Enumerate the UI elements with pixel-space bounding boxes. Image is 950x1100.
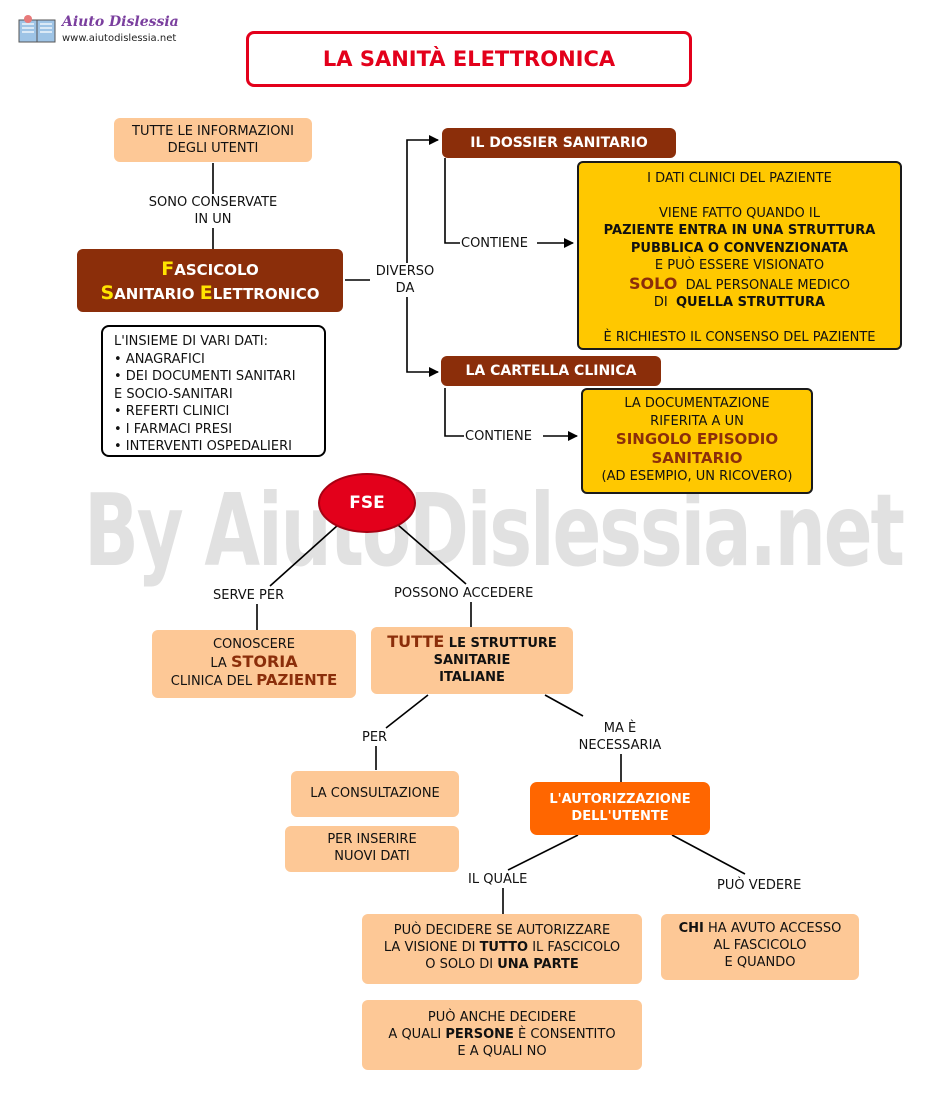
contiene-label-2: CONTIENE	[465, 428, 532, 445]
il-quale-label: IL QUALE	[468, 871, 528, 888]
book-icon	[16, 14, 58, 46]
autorizzazione-box: L'AUTORIZZAZIONE DELL'UTENTE	[530, 782, 710, 835]
list-item: • INTERVENTI OSPEDALIERI	[114, 439, 292, 454]
inserire-box: PER INSERIRE NUOVI DATI	[285, 826, 459, 872]
ma-e-necessaria-label: MA È NECESSARIA	[570, 720, 670, 754]
list-item: • REFERTI CLINICI	[114, 404, 230, 419]
dossier-sanitario-box: IL DOSSIER SANITARIO	[442, 128, 676, 158]
logo-url: www.aiutodislessia.net	[62, 33, 177, 44]
list-item: • I FARMACI PRESI	[114, 421, 233, 437]
logo[interactable]: Aiuto Dislessia www.aiutodislessia.net	[16, 12, 179, 50]
chi-ha-avuto-accesso-box: CHI HA AVUTO ACCESSO AL FASCICOLO E QUAN…	[661, 914, 859, 980]
conoscere-box: CONOSCERE LA STORIA CLINICA DEL PAZIENTE	[152, 630, 356, 698]
serve-per-label: SERVE PER	[213, 587, 285, 604]
info-utenti-box: TUTTE LE INFORMAZIONI DEGLI UTENTI	[114, 118, 312, 162]
decidere-box: PUÒ DECIDERE SE AUTORIZZARE LA VISIONE D…	[362, 914, 642, 984]
consultazione-box: LA CONSULTAZIONE	[291, 771, 459, 817]
list-item: • ANAGRAFICI	[114, 351, 205, 367]
fse-ellipse: FSE	[318, 473, 416, 533]
puo-vedere-label: PUÒ VEDERE	[717, 877, 802, 894]
dossier-description-box: I DATI CLINICI DEL PAZIENTE VIENE FATTO …	[577, 161, 902, 350]
list-item: • DEI DOCUMENTI SANITARI	[114, 369, 296, 384]
per-label: PER	[362, 729, 388, 746]
list-item: E SOCIO-SANITARI	[114, 386, 233, 402]
anche-decidere-box: PUÒ ANCHE DECIDERE A QUALI PERSONE È CON…	[362, 1000, 642, 1070]
sono-conservate-label: SONO CONSERVATE IN UN	[140, 194, 286, 228]
diverso-da-label: DIVERSO DA	[370, 263, 440, 297]
insieme-dati-box: L'INSIEME DI VARI DATI: • ANAGRAFICI • D…	[101, 325, 326, 457]
cartella-description-box: LA DOCUMENTAZIONE RIFERITA A UN SINGOLO …	[581, 388, 813, 494]
tutte-strutture-box: TUTTE LE STRUTTURE SANITARIE ITALIANE	[371, 627, 573, 694]
cartella-clinica-box: LA CARTELLA CLINICA	[441, 356, 661, 386]
page-title: LA SANITÀ ELETTRONICA	[246, 31, 692, 87]
logo-name: Aiuto Dislessia	[62, 14, 179, 30]
possono-accedere-label: POSSONO ACCEDERE	[394, 585, 534, 602]
fascicolo-sanitario-elettronico: FASCICOLO SANITARIO ELETTRONICO	[77, 249, 343, 312]
contiene-label-1: CONTIENE	[461, 235, 528, 252]
